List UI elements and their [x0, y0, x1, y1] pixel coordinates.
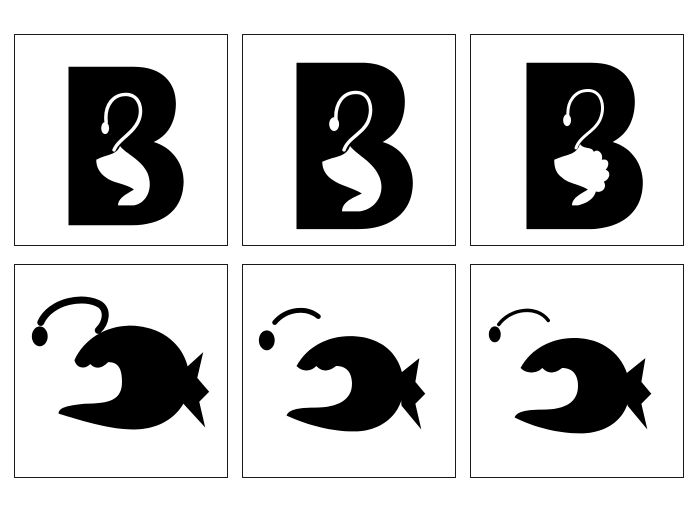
anglerfish-silhouette-icon — [488, 308, 652, 434]
anglerfish-silhouette-icon — [31, 296, 210, 430]
letter-b-anglerfish-icon — [526, 62, 643, 230]
tile-anglerfish-3 — [470, 264, 684, 478]
anglerfish-silhouette-icon — [258, 307, 426, 432]
tile-anglerfish-1 — [14, 264, 228, 478]
letter-b-anglerfish-icon — [296, 62, 413, 230]
tile-letter-b-3 — [470, 34, 684, 246]
tile-letter-b-1 — [14, 34, 228, 246]
tile-letter-b-2 — [242, 34, 456, 246]
letter-b-anglerfish-icon — [68, 66, 184, 226]
tile-anglerfish-2 — [242, 264, 456, 478]
